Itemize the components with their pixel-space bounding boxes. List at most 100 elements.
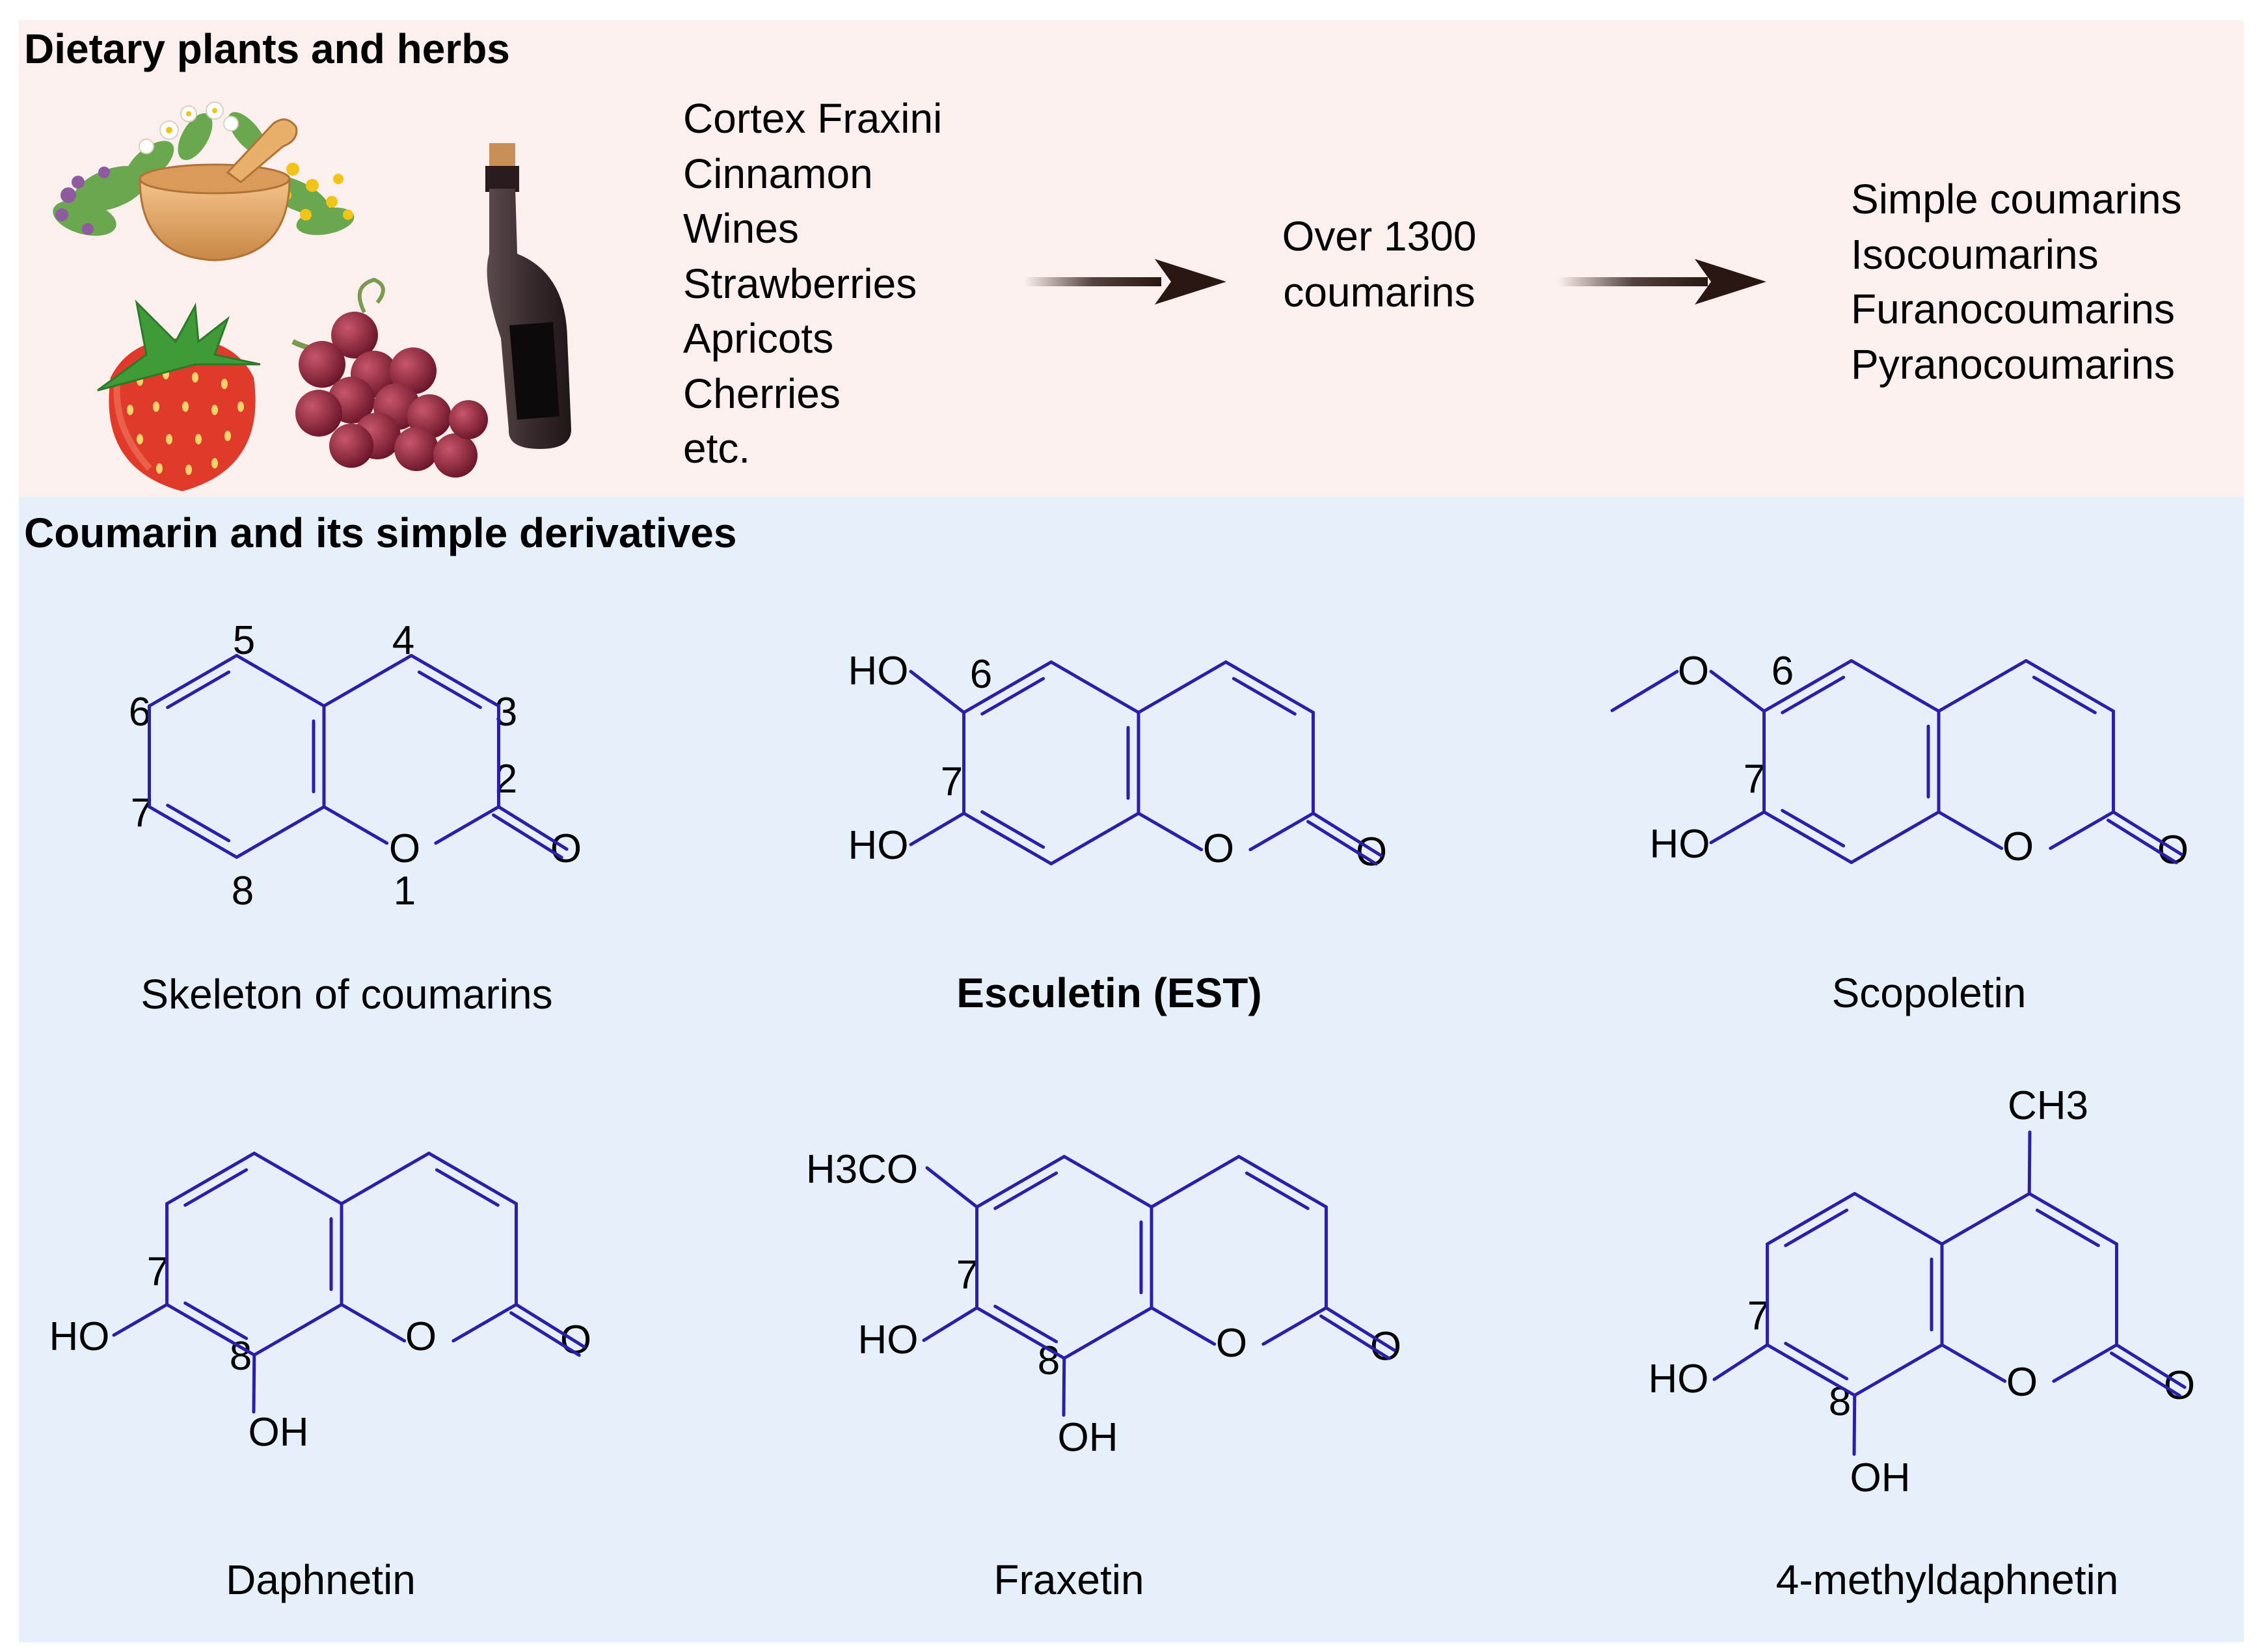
double-bond-line — [980, 677, 1045, 716]
arrow-right-icon — [1025, 259, 1226, 305]
hydroxy-7-label: HO — [1650, 822, 1710, 867]
bond-line — [1049, 660, 1140, 714]
source-item: Wines — [683, 205, 799, 252]
bond-line — [922, 1306, 979, 1342]
carbonyl-bond-line — [1324, 1306, 1396, 1352]
carbonyl-double-line — [2110, 1351, 2181, 1398]
caption-daphnetin: Daphnetin — [226, 1556, 416, 1603]
ring-oxygen-label: O — [2006, 1360, 2038, 1405]
class-item: Isocoumarins — [1851, 230, 2099, 278]
double-bond-line — [435, 1168, 500, 1207]
bond-line — [925, 1166, 979, 1209]
bond-line — [322, 654, 413, 708]
bond-line — [1940, 1192, 2031, 1246]
ring-oxygen-label: O — [1203, 826, 1234, 871]
carbonyl-bond-line — [514, 1303, 586, 1349]
bond-line — [1137, 660, 1228, 714]
source-list: Cortex Fraxini Cinnamon Wines Strawberri… — [683, 91, 942, 476]
bond-line — [1224, 660, 1315, 714]
bond-line — [1062, 1155, 1153, 1209]
position-7-label: 7 — [1744, 757, 1766, 802]
section-title-dietary: Dietary plants and herbs — [24, 25, 510, 72]
double-bond-line — [2032, 675, 2097, 714]
bond-line — [165, 1303, 256, 1357]
position-1-label: 1 — [394, 869, 416, 914]
ring-oxygen-label: O — [2002, 824, 2034, 869]
double-bond-line — [166, 804, 231, 843]
bond-line — [252, 1152, 344, 1206]
double-bond-line — [993, 1171, 1058, 1210]
class-item: Furanocoumarins — [1851, 286, 2175, 332]
double-bond-line — [183, 1168, 249, 1207]
bond-line — [975, 1306, 1066, 1360]
bond-line — [1150, 1306, 1217, 1346]
coumarin-count: Over 1300 coumarins — [1243, 208, 1516, 320]
bond-line — [1762, 810, 1853, 864]
double-bond-line — [417, 670, 482, 709]
methoxy-oxygen-label: O — [1678, 649, 1709, 694]
bond-line — [1150, 1155, 1241, 1209]
bond-line — [909, 670, 966, 714]
position-6-label: 6 — [1772, 649, 1794, 694]
source-item: Cinnamon — [683, 150, 873, 197]
hydroxy-8-label: OH — [249, 1410, 309, 1455]
position-6-label: 6 — [129, 690, 151, 735]
hydroxy-8-label: OH — [1058, 1415, 1118, 1460]
bond-line — [1762, 659, 1853, 713]
grapes-icon — [291, 277, 488, 478]
bond-line — [1261, 1306, 1328, 1346]
bond-line — [962, 811, 1053, 865]
position-8-label: 8 — [232, 869, 254, 914]
molecule-daphnetin — [112, 1152, 586, 1414]
molecule-methyldaphnetin — [1712, 1130, 2187, 1456]
bond-line — [1712, 1343, 1770, 1381]
molecule-scopoletin — [1610, 659, 2183, 865]
bond-line — [451, 1303, 518, 1343]
double-bond-line — [1781, 675, 1846, 714]
bond-line — [1940, 1343, 2007, 1383]
bond-line — [2027, 1130, 2032, 1195]
arrow-right-icon — [1558, 259, 1766, 305]
bond-line — [427, 1152, 518, 1206]
coumarin-count-line2: coumarins — [1283, 269, 1476, 316]
caption-scopoletin: Scopoletin — [1832, 969, 2027, 1016]
hydroxy-7-label: HO — [49, 1314, 110, 1359]
position-6-label: 6 — [970, 652, 992, 697]
carbonyl-double-line — [509, 1311, 581, 1357]
bond-line — [1237, 1155, 1328, 1209]
class-item: Pyranocoumarins — [1851, 340, 2175, 388]
bond-line — [1049, 811, 1140, 865]
source-item: Cortex Fraxini — [683, 95, 943, 142]
hydroxy-8-label: OH — [1850, 1456, 1911, 1500]
caption-fraxetin: Fraxetin — [993, 1556, 1144, 1603]
double-bond-line — [1245, 1171, 1310, 1210]
source-item: Strawberries — [683, 260, 917, 307]
hydroxy-7-label: HO — [848, 823, 909, 868]
double-bond-line — [166, 670, 231, 709]
bond-line — [962, 660, 1053, 714]
bond-line — [2049, 810, 2115, 850]
source-item: etc. — [683, 425, 751, 472]
caption-methyldaphnetin: 4-methyldaphnetin — [1776, 1556, 2119, 1603]
bond-line — [1137, 811, 1204, 852]
bond-line — [909, 811, 966, 846]
section-title-derivatives: Coumarin and its simple derivatives — [24, 509, 737, 556]
bond-line — [1709, 670, 1766, 713]
bond-line — [165, 1152, 256, 1206]
caption-esculetin: Esculetin (EST) — [956, 969, 1261, 1016]
carbonyl-bond-line — [1311, 811, 1383, 858]
caption-skeleton: Skeleton of coumarins — [141, 971, 552, 1018]
bond-line — [148, 805, 239, 859]
double-bond-line — [1232, 677, 1297, 716]
bond-line — [1853, 1192, 1944, 1246]
ring-oxygen-label: O — [405, 1314, 437, 1359]
methyl-4-label: CH3 — [2008, 1083, 2088, 1128]
bond-line — [340, 1152, 431, 1206]
bond-line — [235, 805, 326, 859]
bond-line — [235, 654, 326, 708]
bond-line — [1062, 1306, 1153, 1360]
bond-line — [1850, 659, 1941, 713]
position-7-label: 7 — [941, 759, 963, 804]
bond-line — [322, 805, 389, 845]
